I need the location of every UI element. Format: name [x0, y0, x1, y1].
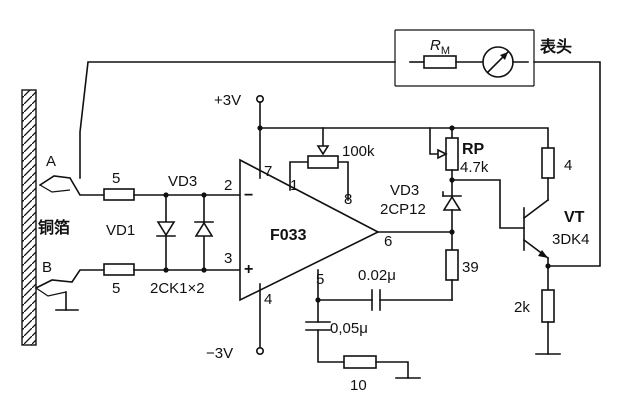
resistor-4-label: 4: [564, 157, 572, 174]
copper-foil-label: 铜箔: [38, 218, 70, 237]
opamp-minus-sign: −: [244, 187, 253, 204]
resistor-rm: [423, 55, 457, 69]
supply-neg-label: −3V: [206, 345, 233, 362]
probe-a-wire: [38, 175, 105, 196]
pin-3-label: 3: [224, 250, 232, 267]
rp-value-label: 4.7k: [460, 159, 489, 176]
pin-6-label: 6: [384, 233, 392, 250]
vd3-output-label: VD3: [390, 182, 419, 199]
zener-type-label: 2CP12: [380, 201, 426, 218]
cap-0-02u: [371, 289, 381, 311]
resistor-39: [445, 249, 459, 281]
wire-a-to-top: [79, 61, 396, 179]
opamp-name: F033: [270, 227, 307, 244]
meter-head-box: [394, 29, 535, 87]
probe-b-hook: [35, 287, 67, 297]
diode-vd1: [156, 221, 176, 237]
copper-foil-plate: [21, 89, 37, 346]
terminal-b-label: B: [42, 259, 52, 276]
pin-5-label: 5: [316, 271, 324, 288]
resistor-input-a: [103, 188, 135, 201]
pin-2-label: 2: [224, 177, 232, 194]
meter-head-label: 表头: [539, 37, 572, 56]
opamp-f033: [239, 158, 380, 302]
wire-meter-return: [533, 61, 601, 267]
pin-4-label: 4: [264, 291, 272, 308]
pot-100k: [307, 155, 339, 169]
resistor-4: [541, 147, 555, 179]
pin-1-label: 1: [290, 177, 298, 194]
diode-type-label: 2CK1×2: [150, 280, 205, 297]
cap-0-05u-label: 0,05μ: [330, 320, 368, 337]
rm-label: RM: [430, 37, 450, 57]
resistor-39-label: 39: [462, 259, 479, 276]
pot-100k-label: 100k: [342, 143, 375, 160]
resistor-2k-label: 2k: [514, 299, 530, 316]
resistor-input-a-label: 5: [112, 170, 120, 187]
resistor-2k: [541, 289, 555, 323]
transistor-vt: [522, 198, 550, 260]
cap-0-02u-label: 0.02μ: [358, 267, 396, 284]
probe-a-hook: [39, 184, 71, 193]
resistor-10-label: 10: [350, 377, 367, 394]
opamp-plus-sign: +: [244, 261, 253, 278]
probe-b-wire: [34, 269, 105, 290]
terminal-a-label: A: [46, 153, 56, 170]
diode-vd3-input: [194, 221, 214, 237]
resistor-10: [343, 355, 377, 369]
resistor-input-b: [103, 263, 135, 276]
supply-pos-label: +3V: [214, 92, 241, 109]
vt-type-label: 3DK4: [552, 231, 590, 248]
rp-name-label: RP: [462, 141, 485, 158]
cap-0-05u: [305, 321, 331, 331]
top-rail: [259, 127, 549, 149]
supply-neg-terminal: [255, 346, 264, 355]
vd3-input-label: VD3: [168, 173, 197, 190]
pot-rp-4-7k: [445, 137, 459, 171]
pin-7-label: 7: [264, 163, 272, 180]
vt-name-label: VT: [564, 209, 585, 226]
vd1-label: VD1: [106, 222, 135, 239]
resistor-input-b-label: 5: [112, 280, 120, 297]
